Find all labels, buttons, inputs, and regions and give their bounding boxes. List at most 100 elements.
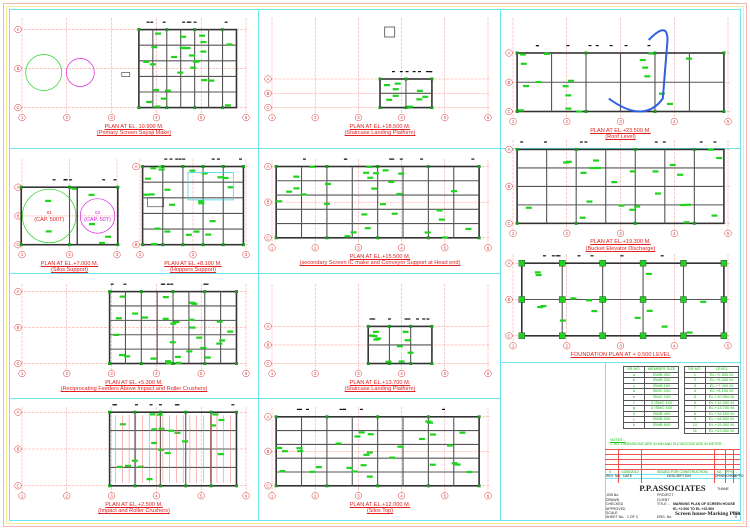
grid-bubble — [14, 104, 22, 112]
column — [19, 185, 23, 189]
member-label — [200, 346, 207, 350]
member-label — [124, 464, 131, 468]
member-label — [683, 221, 690, 224]
member-label — [534, 271, 541, 274]
grid-bubble — [484, 492, 492, 500]
member-label — [422, 95, 429, 98]
dimension-mark — [418, 71, 422, 73]
column — [653, 110, 657, 113]
member-label — [173, 320, 180, 324]
footing — [559, 259, 566, 267]
silo-s1 — [22, 188, 77, 244]
dimension-mark — [114, 404, 118, 406]
grid-bubble — [505, 145, 513, 153]
grid-label: 1 — [21, 115, 24, 120]
dimension-mark — [542, 255, 546, 257]
column — [430, 362, 434, 366]
column — [584, 110, 588, 113]
member-label — [642, 66, 649, 69]
grid-label: 2 — [566, 343, 569, 348]
column — [325, 415, 329, 419]
grid-bubble — [264, 198, 272, 206]
grid-label: 5 — [444, 115, 447, 120]
grid-label: 4 — [400, 371, 403, 376]
grid-bubble — [441, 114, 449, 122]
member-label — [396, 345, 403, 348]
column — [181, 243, 185, 247]
grid-label: 3 — [357, 371, 360, 376]
dimension-mark — [162, 21, 166, 23]
member-label — [371, 334, 378, 338]
member-label — [324, 182, 331, 186]
grid-bubble — [65, 251, 74, 259]
title-block: 0 14/05/2012 ISSUED FOR CONSTRUCTION NJ … — [605, 449, 744, 519]
member-label — [227, 330, 234, 333]
grid-bubble — [268, 369, 276, 378]
member-label — [182, 440, 189, 443]
column — [108, 484, 112, 488]
grid-bubble — [268, 114, 276, 122]
member-label — [392, 88, 399, 91]
member-label — [141, 316, 148, 319]
dimension-mark — [102, 179, 106, 181]
dimension-mark — [63, 179, 67, 181]
plan-title: PLAN AT EL.+23.500 M.(Roof Level) — [503, 128, 738, 141]
silo-label: (CAP. 50T) — [84, 217, 111, 223]
column — [165, 28, 169, 32]
grid-label: B — [135, 242, 138, 247]
row-divider — [500, 362, 740, 363]
member-label — [579, 216, 586, 219]
member-label — [191, 302, 198, 305]
header-rev-no: REV. NO. — [606, 474, 622, 479]
grid-label: 6 — [487, 115, 490, 120]
grid-bubble — [242, 369, 250, 378]
column — [221, 165, 225, 168]
column — [209, 484, 213, 488]
member-label — [465, 227, 472, 231]
grid-bubble — [563, 342, 571, 350]
grid-bubble — [398, 492, 406, 500]
grid-label: 5 — [727, 231, 730, 236]
grid-label: 1 — [21, 493, 24, 498]
member-label — [175, 361, 182, 364]
dimension-mark — [178, 158, 182, 160]
dimension-mark — [182, 21, 186, 23]
member-label — [383, 84, 390, 87]
column — [108, 290, 112, 294]
grid-bubble — [132, 162, 140, 171]
member-label — [367, 176, 374, 179]
grid-bubble — [509, 342, 517, 350]
grid-bubble — [63, 114, 71, 122]
grid-label: 2 — [68, 252, 71, 257]
grid-bubble — [14, 65, 22, 73]
footing — [599, 296, 606, 303]
member-label — [372, 172, 379, 175]
dimension-mark — [211, 158, 215, 160]
member-label — [386, 98, 393, 101]
column — [430, 106, 434, 110]
plan-title-text: PLAN AT EL.+13.700 M. — [349, 379, 411, 386]
member-label — [391, 212, 398, 215]
table-cell: b — [623, 377, 645, 384]
column — [19, 243, 23, 247]
column — [139, 290, 143, 294]
grid-label: 1 — [512, 119, 515, 124]
grid-bubble — [724, 117, 732, 126]
member-label — [429, 463, 436, 466]
member-label — [150, 357, 157, 360]
grid-bubble — [264, 359, 272, 368]
grid-bubble — [670, 342, 678, 350]
footing — [559, 296, 566, 303]
column — [137, 28, 141, 32]
member-label — [181, 47, 188, 50]
column — [633, 221, 637, 225]
member-label — [45, 199, 52, 203]
grid-bubble — [505, 295, 513, 304]
